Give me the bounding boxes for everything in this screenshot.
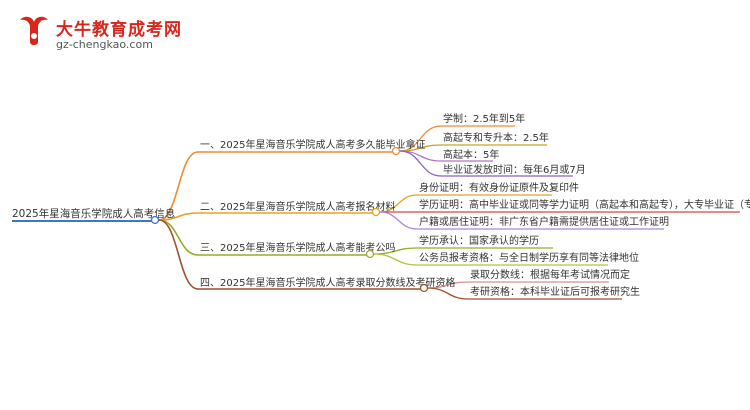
leaf-3-1: 学历承认：国家承认的学历 xyxy=(419,234,539,247)
root-node-label: 2025年星海音乐学院成人高考信息 xyxy=(12,207,175,220)
leaf-3-2: 公务员报考资格：与全日制学历享有同等法律地位 xyxy=(419,251,639,264)
branch-2-toggle[interactable] xyxy=(371,207,381,217)
branch-4-toggle[interactable] xyxy=(419,283,429,293)
leaf-1-3: 高起本：5年 xyxy=(443,148,499,161)
branch-4-label: 四、2025年星海音乐学院成人高考录取分数线及考研资格 xyxy=(200,276,455,289)
branch-to-leaf-9-edge xyxy=(373,253,418,266)
branch-1-toggle[interactable] xyxy=(391,146,401,156)
root-to-branch-3-edge xyxy=(158,219,199,256)
leaf-2-3: 户籍或居住证明：非广东省户籍需提供居住证或工作证明 xyxy=(419,215,669,228)
root-to-branch-4-edge xyxy=(158,219,199,290)
site-title: 大牛教育成考网 xyxy=(56,20,182,40)
leaf-1-4: 毕业证发放时间：每年6月或7月 xyxy=(443,163,586,176)
site-url: gz-chengkao.com xyxy=(56,38,153,51)
root-to-branch-2-edge xyxy=(158,212,199,221)
leaf-4-1: 录取分数线：根据每年考试情况而定 xyxy=(470,268,630,281)
mindmap-edges xyxy=(158,125,740,300)
bull-logo-icon xyxy=(20,16,48,45)
leaf-4-2: 考研资格：本科毕业证后可报考研究生 xyxy=(470,285,640,298)
branch-3-label: 三、2025年星海音乐学院成人高考能考公吗 xyxy=(200,241,395,254)
branch-3-toggle[interactable] xyxy=(365,249,375,259)
leaf-2-2: 学历证明：高中毕业证或同等学力证明（高起本和高起专），大专毕业证（专升本） xyxy=(419,198,750,211)
leaf-1-2: 高起专和专升本：2.5年 xyxy=(443,131,549,144)
root-toggle[interactable] xyxy=(150,215,160,225)
branch-1-label: 一、2025年星海音乐学院成人高考多久能毕业拿证 xyxy=(200,138,425,151)
branch-to-leaf-4-edge xyxy=(399,150,442,177)
leaf-1-1: 学制：2.5年到5年 xyxy=(443,112,525,125)
root-to-branch-1-edge xyxy=(158,151,199,221)
branch-2-label: 二、2025年星海音乐学院成人高考报名材料 xyxy=(200,200,395,213)
site-logo[interactable]: 大牛教育成考网 gz-chengkao.com xyxy=(14,12,184,56)
leaf-2-1: 身份证明：有效身份证原件及复印件 xyxy=(419,181,579,194)
branch-to-leaf-7-edge xyxy=(379,211,418,230)
branch-to-leaf-11-edge xyxy=(427,287,469,300)
